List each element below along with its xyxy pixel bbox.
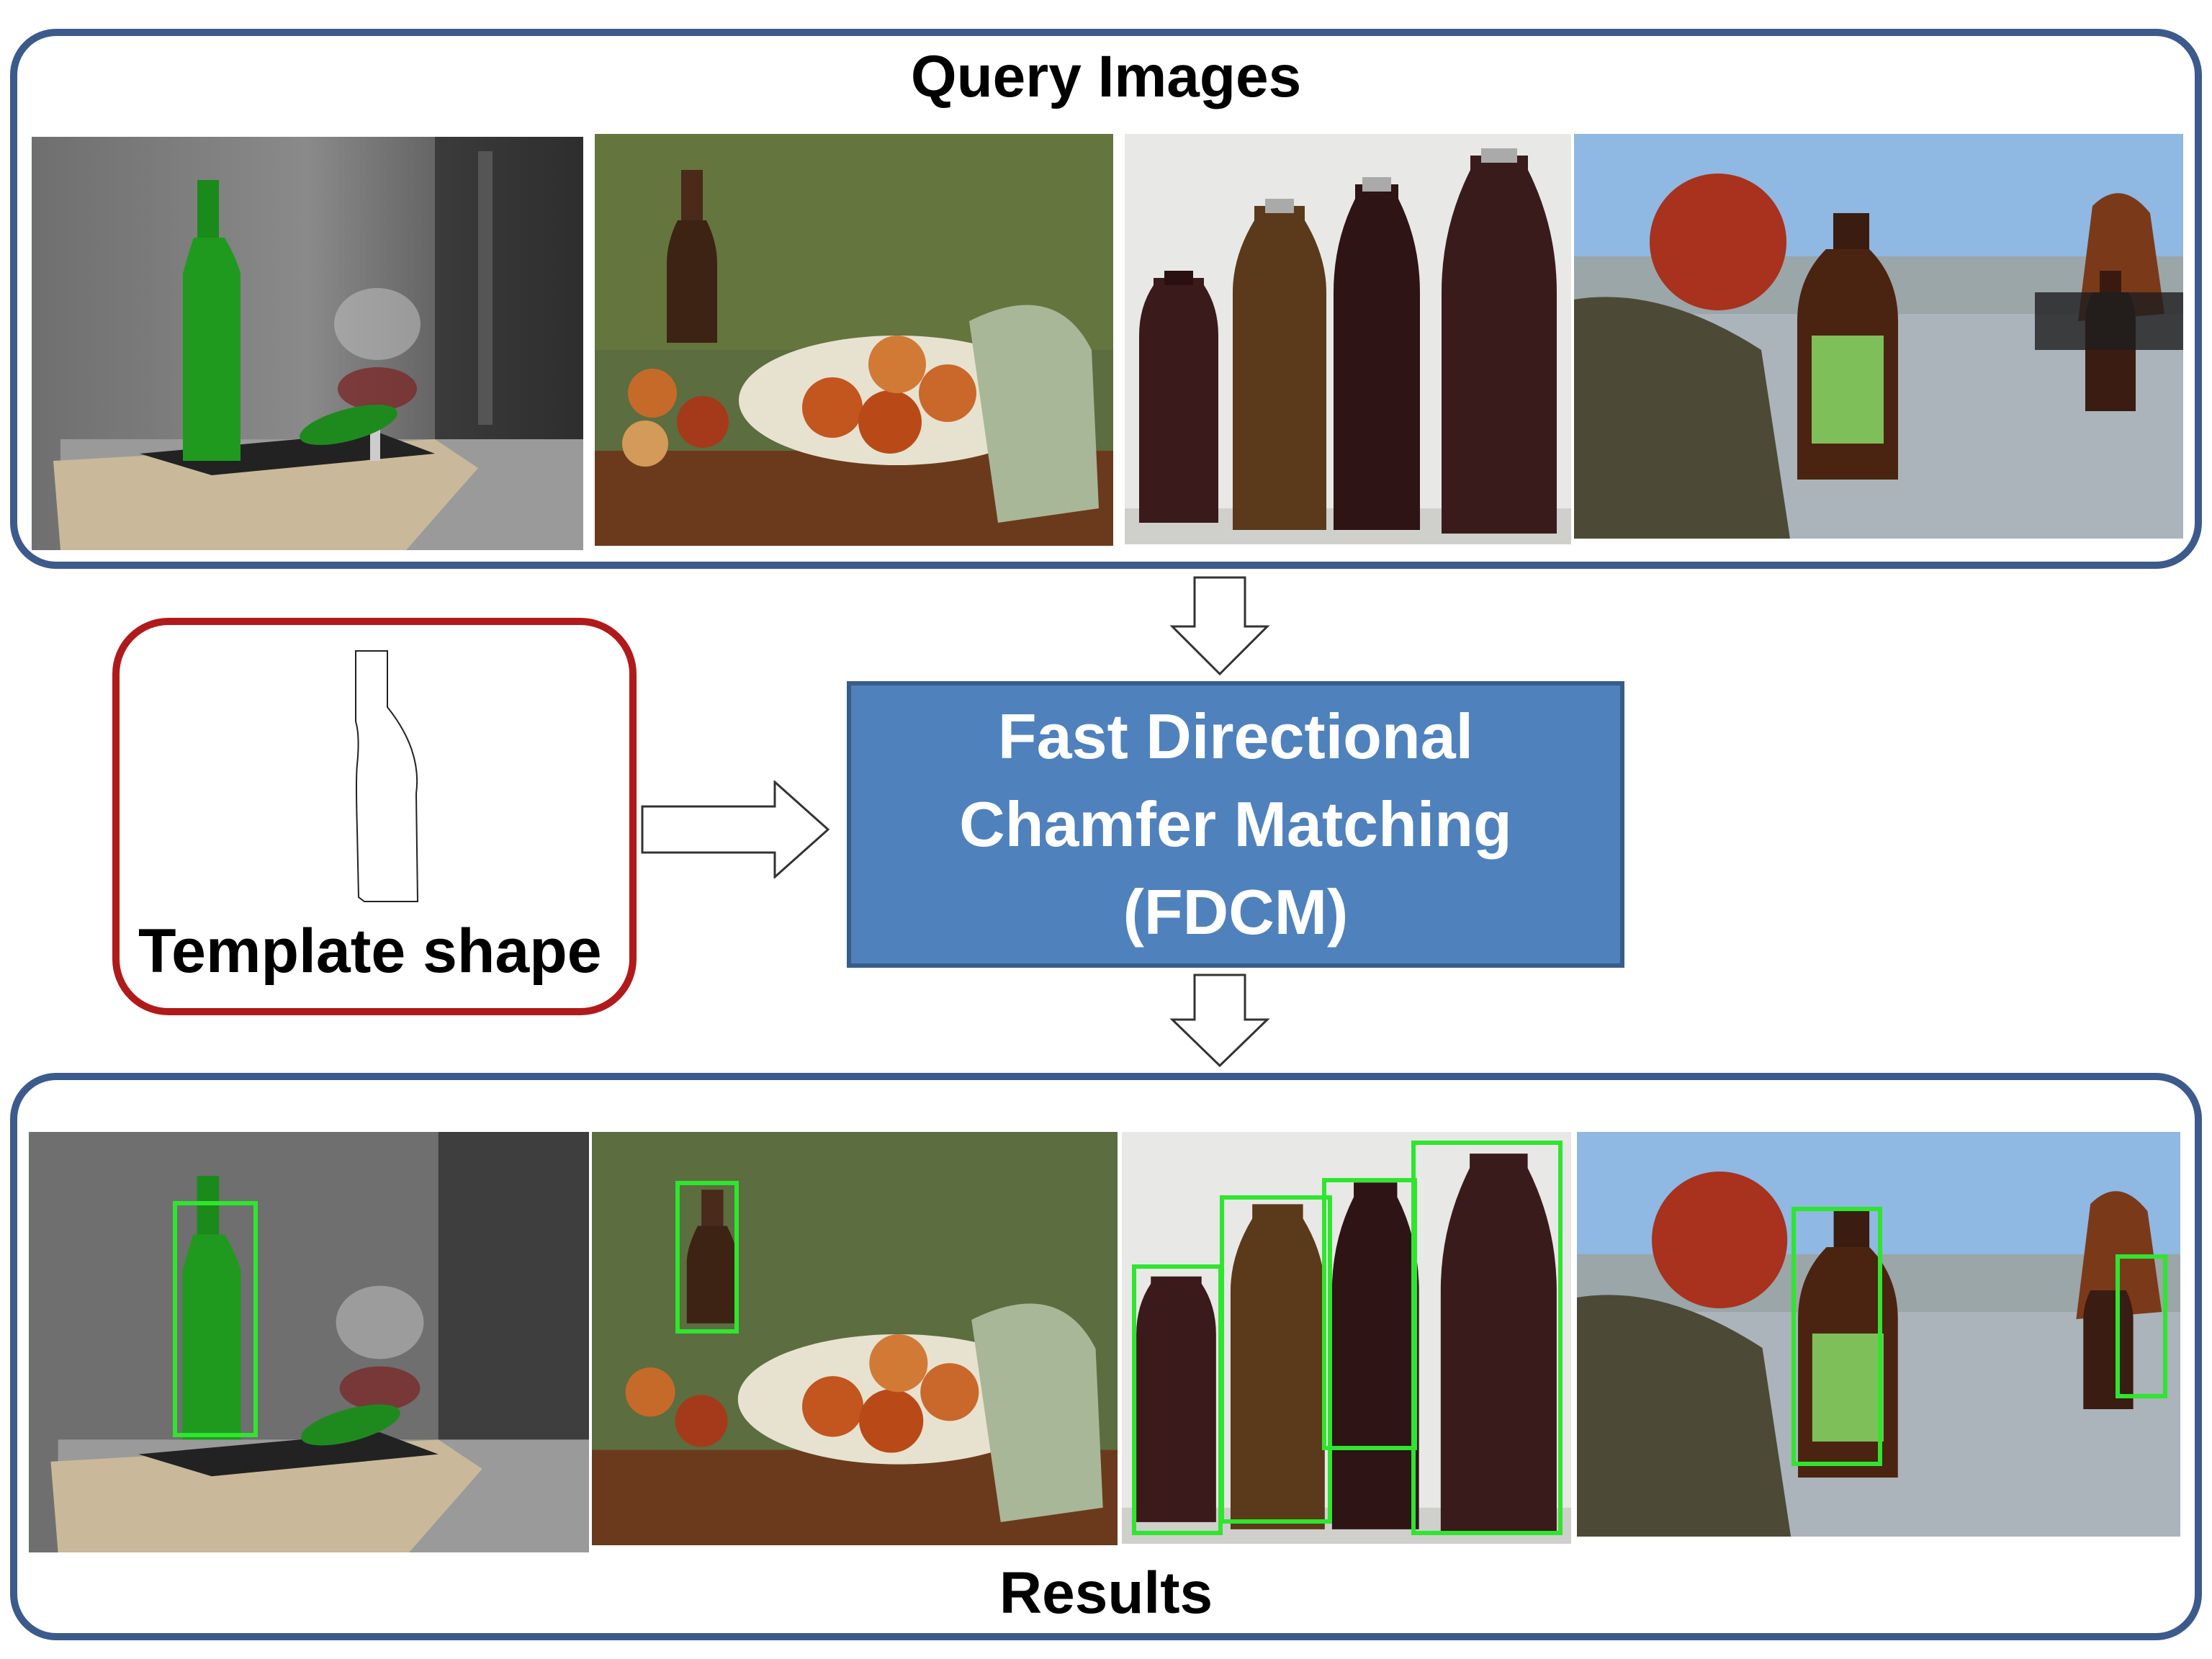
detection-box [675,1181,739,1334]
detection-box [1322,1178,1417,1450]
right-arrow-icon [641,781,830,878]
down-arrow-icon [1169,576,1270,676]
results-title: Results [999,1560,1213,1626]
method-line-2: Chamfer Matching [959,788,1512,860]
fdcm-method-box: Fast Directional Chamfer Matching (FDCM) [847,681,1624,968]
detection-box [1132,1264,1223,1535]
query-images-title: Query Images [910,44,1302,109]
template-shape-label: Template shape [138,917,602,986]
result-image-green-bottle [29,1132,589,1552]
detection-box [2116,1254,2167,1398]
method-line-1: Fast Directional [997,701,1474,772]
detection-box [1220,1195,1332,1524]
query-image-green-bottle [32,137,583,550]
bottle-outline-icon [355,650,419,902]
detection-box [1791,1207,1882,1466]
result-image-brown-bottles [1122,1132,1571,1544]
template-shape-box: Template shape [112,618,637,1015]
result-image-outdoor-table [1577,1132,2180,1537]
query-image-outdoor-table [1574,134,2183,539]
detection-box [1411,1141,1563,1535]
down-arrow-icon [1169,974,1270,1068]
method-line-3: (FDCM) [1123,876,1349,948]
detection-box [173,1201,258,1437]
query-image-brown-bottles [1125,134,1571,544]
query-image-still-life-painting [595,134,1113,546]
result-image-still-life-painting [592,1132,1118,1545]
